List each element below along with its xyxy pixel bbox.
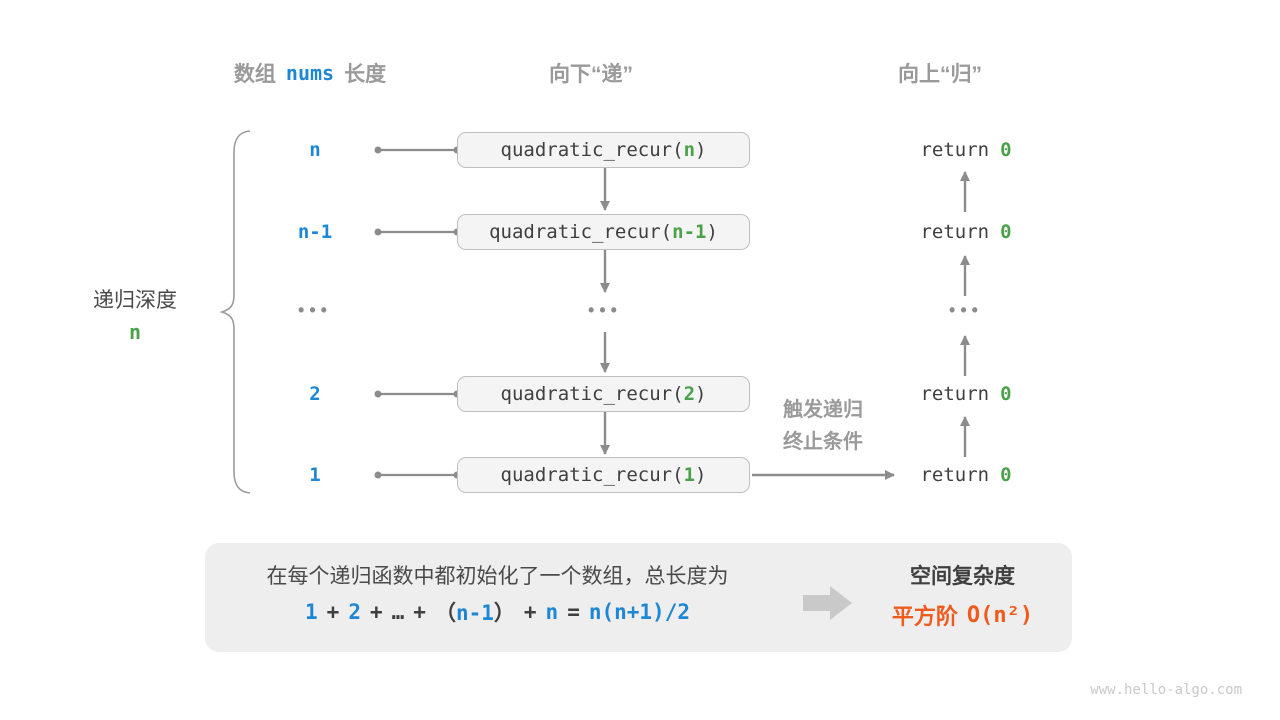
base-case-note: 触发递归 终止条件 — [748, 394, 898, 458]
call-box-1: quadratic_recur(1) — [457, 457, 750, 493]
formula-operator: + — [326, 600, 340, 624]
formula-paren-group: （n-1） — [435, 597, 515, 627]
return-keyword: return — [920, 464, 990, 486]
formula-term: n — [545, 600, 559, 624]
return-keyword: return — [920, 139, 990, 161]
watermark: www.hello-algo.com — [1090, 682, 1242, 698]
return-keyword: return — [920, 221, 990, 243]
call-prefix: quadratic_recur( — [500, 464, 684, 486]
return-statement-n1: return 0 — [900, 220, 1032, 244]
return-value: 0 — [1000, 383, 1012, 405]
call-suffix: ) — [695, 383, 707, 405]
connector-row-n — [374, 146, 461, 154]
return-value: 0 — [1000, 221, 1012, 243]
column-header-array-length: 数组 nums 长度 — [200, 59, 420, 87]
return-value: 0 — [1000, 464, 1012, 486]
connector-row-n1 — [374, 228, 461, 236]
space-complexity-value: 平方阶 O(n²) — [845, 599, 1080, 631]
connector-row-2 — [374, 390, 461, 398]
call-box-n1: quadratic_recur(n-1) — [457, 214, 750, 250]
recursion-depth-label: 递归深度 — [93, 289, 177, 312]
array-label-prefix: 数组 — [233, 63, 276, 86]
implies-arrow-body — [803, 595, 830, 611]
formula-term: n-1 — [455, 601, 494, 625]
array-label-suffix: 长度 — [344, 63, 387, 86]
call-arg: n-1 — [672, 221, 707, 243]
call-arg: 2 — [683, 383, 696, 405]
call-arg: n — [683, 139, 696, 161]
call-suffix: ) — [695, 139, 707, 161]
summary-panel: 在每个递归函数中都初始化了一个数组，总长度为 1 + 2 + … + （n-1）… — [205, 543, 1072, 652]
return-value: 0 — [1000, 139, 1012, 161]
array-code-name: nums — [285, 61, 335, 85]
formula-rparen: ） — [493, 601, 515, 625]
implies-arrow-icon — [803, 586, 852, 620]
formula-operator: + — [413, 600, 426, 624]
formula-result: n(n+1)/2 — [588, 600, 690, 624]
formula-term: 2 — [348, 600, 361, 624]
column-header-upward-return: 向上“归” — [898, 63, 982, 86]
connector-row-1 — [374, 471, 461, 479]
return-keyword: return — [920, 383, 990, 405]
ellipsis-returns: ••• — [949, 300, 983, 320]
return-statement-2: return 0 — [900, 382, 1032, 406]
depth-brace — [219, 130, 251, 494]
base-case-note-line1: 触发递归 — [783, 399, 863, 421]
call-box-n: quadratic_recur(n) — [457, 132, 750, 168]
length-connectors — [374, 146, 461, 479]
space-complexity-title: 空间复杂度 — [910, 565, 1015, 588]
recursion-depth-value: n — [128, 320, 142, 344]
length-label-1: 1 — [309, 464, 321, 486]
call-arg: 1 — [683, 464, 696, 486]
call-prefix: quadratic_recur( — [500, 383, 684, 405]
base-case-note-line2: 终止条件 — [783, 431, 863, 453]
call-box-2: quadratic_recur(2) — [457, 376, 750, 412]
formula-lparen: （ — [434, 601, 456, 625]
return-statement-1: return 0 — [900, 463, 1032, 487]
ellipsis-calls: ••• — [588, 300, 622, 320]
length-label-2: 2 — [309, 383, 321, 405]
ellipsis-lengths: ••• — [298, 300, 332, 320]
return-statement-n: return 0 — [900, 138, 1032, 162]
call-suffix: ) — [695, 464, 707, 486]
complexity-big-o-notation: O(n²) — [966, 602, 1034, 628]
call-suffix: ) — [706, 221, 718, 243]
formula-term: 1 — [305, 600, 318, 624]
call-prefix: quadratic_recur( — [489, 221, 673, 243]
implies-arrow-head — [830, 586, 852, 620]
summary-description: 在每个递归函数中都初始化了一个数组，总长度为 — [266, 565, 729, 588]
formula-operator: + — [523, 600, 537, 624]
column-header-downward-recurse: 向下“递” — [549, 63, 633, 86]
formula-ellipsis: … — [391, 600, 405, 624]
formula-operator: + — [369, 600, 383, 624]
call-prefix: quadratic_recur( — [500, 139, 684, 161]
total-length-formula: 1 + 2 + … + （n-1） + n = n(n+1)/2 — [205, 597, 790, 627]
length-label-n: n — [309, 139, 321, 161]
formula-equals: = — [567, 600, 580, 624]
complexity-order-label: 平方阶 — [891, 604, 958, 629]
length-label-n1: n-1 — [297, 221, 333, 243]
